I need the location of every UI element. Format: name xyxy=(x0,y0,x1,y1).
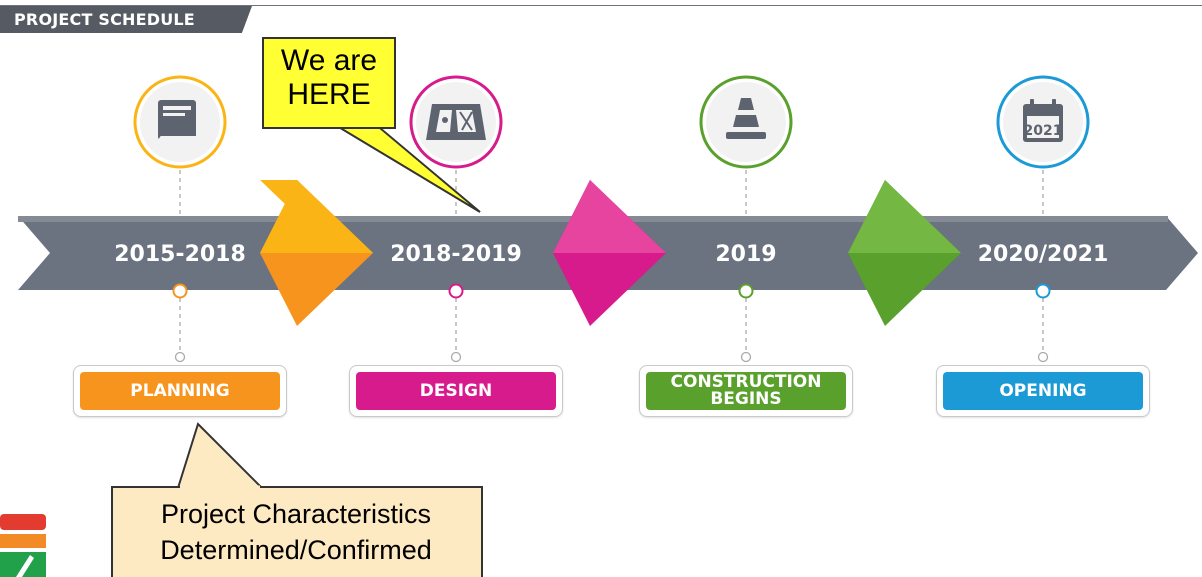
here-callout-text: We are HERE xyxy=(280,44,378,111)
map-icon xyxy=(409,75,503,169)
phase-label-construction: CONSTRUCTION BEGINS xyxy=(646,372,846,410)
phase-label-design: DESIGN xyxy=(356,372,556,410)
phase-box-construction: CONSTRUCTION BEGINS xyxy=(639,365,853,417)
note-callout-box xyxy=(111,486,483,577)
phase-box-opening: OPENING xyxy=(936,365,1150,417)
milestone-dot-2 xyxy=(448,283,464,299)
bottom-connectors xyxy=(179,298,1044,352)
here-callout-seam xyxy=(334,120,372,126)
note-line-2: Determined/Confirmed xyxy=(160,535,432,565)
note-callout-pointer xyxy=(176,422,265,489)
book-icon xyxy=(133,75,227,169)
phase-label-planning: PLANNING xyxy=(80,372,280,410)
year-label-2: 2018-2019 xyxy=(390,242,522,267)
note-line-1: Project Characteristics xyxy=(160,499,432,529)
box-connector-dots xyxy=(174,351,1049,363)
milestone-dot-1 xyxy=(172,283,188,299)
logo-mark xyxy=(0,514,46,577)
chevron-green xyxy=(848,180,961,326)
chevron-yellow xyxy=(260,180,373,326)
year-label-3: 2019 xyxy=(715,242,776,267)
phase-label-opening: OPENING xyxy=(943,372,1143,410)
year-label-1: 2015-2018 xyxy=(114,242,246,267)
milestone-dot-4 xyxy=(1035,283,1051,299)
year-label-4: 2020/2021 xyxy=(978,242,1109,267)
note-callout-text: Project Characteristics Determined/Confi… xyxy=(112,496,480,568)
header-rule xyxy=(0,0,1202,6)
milestone-dot-3 xyxy=(738,283,754,299)
calendar-number: 2021 xyxy=(1024,123,1063,139)
traffic-cone-icon xyxy=(699,75,793,169)
phase-box-design: DESIGN xyxy=(349,365,563,417)
phase-box-planning: PLANNING xyxy=(73,365,287,417)
chevron-magenta xyxy=(553,180,666,326)
calendar-icon: 2021 xyxy=(996,75,1090,169)
here-callout-box xyxy=(262,37,396,129)
header-title: PROJECT SCHEDULE xyxy=(0,6,252,33)
